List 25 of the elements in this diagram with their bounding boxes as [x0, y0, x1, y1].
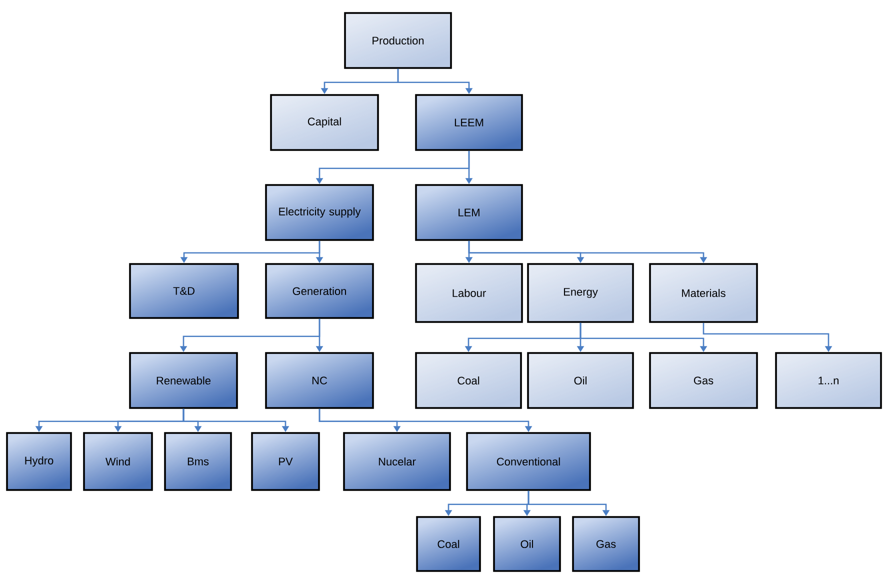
tree-box: Capital [270, 94, 379, 151]
tree-box: NC [265, 352, 374, 409]
tree-box: Hydro [6, 432, 72, 491]
tree-box: Energy [527, 263, 634, 323]
tree-box: T&D [129, 263, 239, 319]
tree-box: Nucelar [343, 432, 451, 491]
tree-box: Labour [415, 263, 523, 323]
tree-box: Wind [83, 432, 153, 491]
tree-box: LEEM [415, 94, 523, 151]
tree-box: Conventional [466, 432, 591, 491]
tree-box: Oil [527, 352, 634, 409]
tree-box: Electricity supply [265, 184, 374, 241]
tree-box: Coal [416, 516, 481, 572]
tree-box: Renewable [129, 352, 238, 409]
tree-box: Oil [493, 516, 561, 572]
tree-box: PV [251, 432, 320, 491]
tree-box: LEM [415, 184, 523, 241]
tree-box: Bms [164, 432, 232, 491]
tree-box: Production [344, 12, 452, 69]
tree-box: Gas [572, 516, 640, 572]
tree-box: Coal [415, 352, 522, 409]
tree-box: 1...n [775, 352, 882, 409]
tree-box: Generation [265, 263, 374, 319]
tree-box: Materials [649, 263, 758, 323]
tree-box: Gas [649, 352, 758, 409]
